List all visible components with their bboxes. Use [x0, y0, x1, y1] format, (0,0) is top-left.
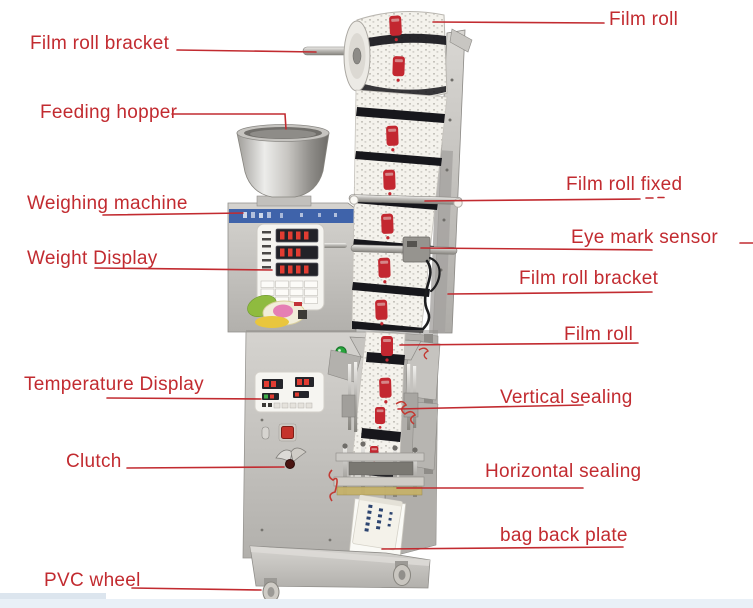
- label-film-roll-bracket-left: Film roll bracket: [30, 33, 170, 54]
- label-clutch: Clutch: [66, 451, 122, 472]
- floor-strip: [0, 593, 753, 608]
- leader-lines: [94, 21, 753, 591]
- vertical-sealing-graphic: [341, 347, 429, 432]
- weight-display-graphic: [256, 223, 325, 311]
- label-feeding-hopper: Feeding hopper: [40, 102, 178, 123]
- eye-mark-sensor-graphic: [402, 236, 441, 334]
- film-roll-top-line: [432, 21, 605, 24]
- film-roll-mid-line: [399, 342, 639, 346]
- feeding-hopper-line: [171, 113, 287, 130]
- label-pvc-wheel: PVC wheel: [44, 570, 141, 591]
- horizontal-sealing-graphic: [328, 441, 425, 502]
- film-roll-bracket-left-line: [176, 49, 317, 53]
- eye-mark-sensor-line: [420, 247, 653, 251]
- clutch-graphic: [261, 423, 307, 469]
- label-film-roll-mid: Film roll: [564, 324, 634, 345]
- vertical-sealing-line: [397, 404, 584, 410]
- label-vertical-sealing: Vertical sealing: [500, 387, 633, 408]
- film-roll-graphic: [343, 10, 448, 100]
- temperature-display-line: [106, 397, 262, 400]
- pvc-wheel-line: [131, 587, 262, 591]
- label-eye-mark-sensor: Eye mark sensor: [571, 227, 719, 248]
- weight-display-line: [94, 267, 273, 271]
- bag-graphic: [352, 494, 403, 551]
- label-horizontal-sealing: Horizontal sealing: [485, 461, 642, 482]
- film-roll-bracket-right-line: [447, 291, 653, 295]
- label-film-roll-top: Film roll: [609, 9, 679, 30]
- feeding-hopper-graphic: [236, 124, 330, 207]
- temperature-display-graphic: [254, 371, 325, 413]
- base-graphic: [249, 545, 431, 589]
- label-weight-display: Weight Display: [27, 248, 158, 269]
- sticker-graphic: [247, 294, 307, 328]
- label-weighing-machine: Weighing machine: [27, 193, 188, 214]
- label-film-roll-bracket-right: Film roll bracket: [519, 268, 659, 289]
- bag-back-plate-line: [381, 546, 624, 550]
- weighing-machine-line: [102, 212, 244, 216]
- label-temperature-display: Temperature Display: [24, 374, 204, 395]
- clutch-line: [126, 466, 285, 469]
- label-bag-back-plate: bag back plate: [500, 525, 628, 546]
- label-film-roll-fixed: Film roll fixed: [566, 174, 683, 195]
- film-roll-fixed-line: [424, 198, 641, 202]
